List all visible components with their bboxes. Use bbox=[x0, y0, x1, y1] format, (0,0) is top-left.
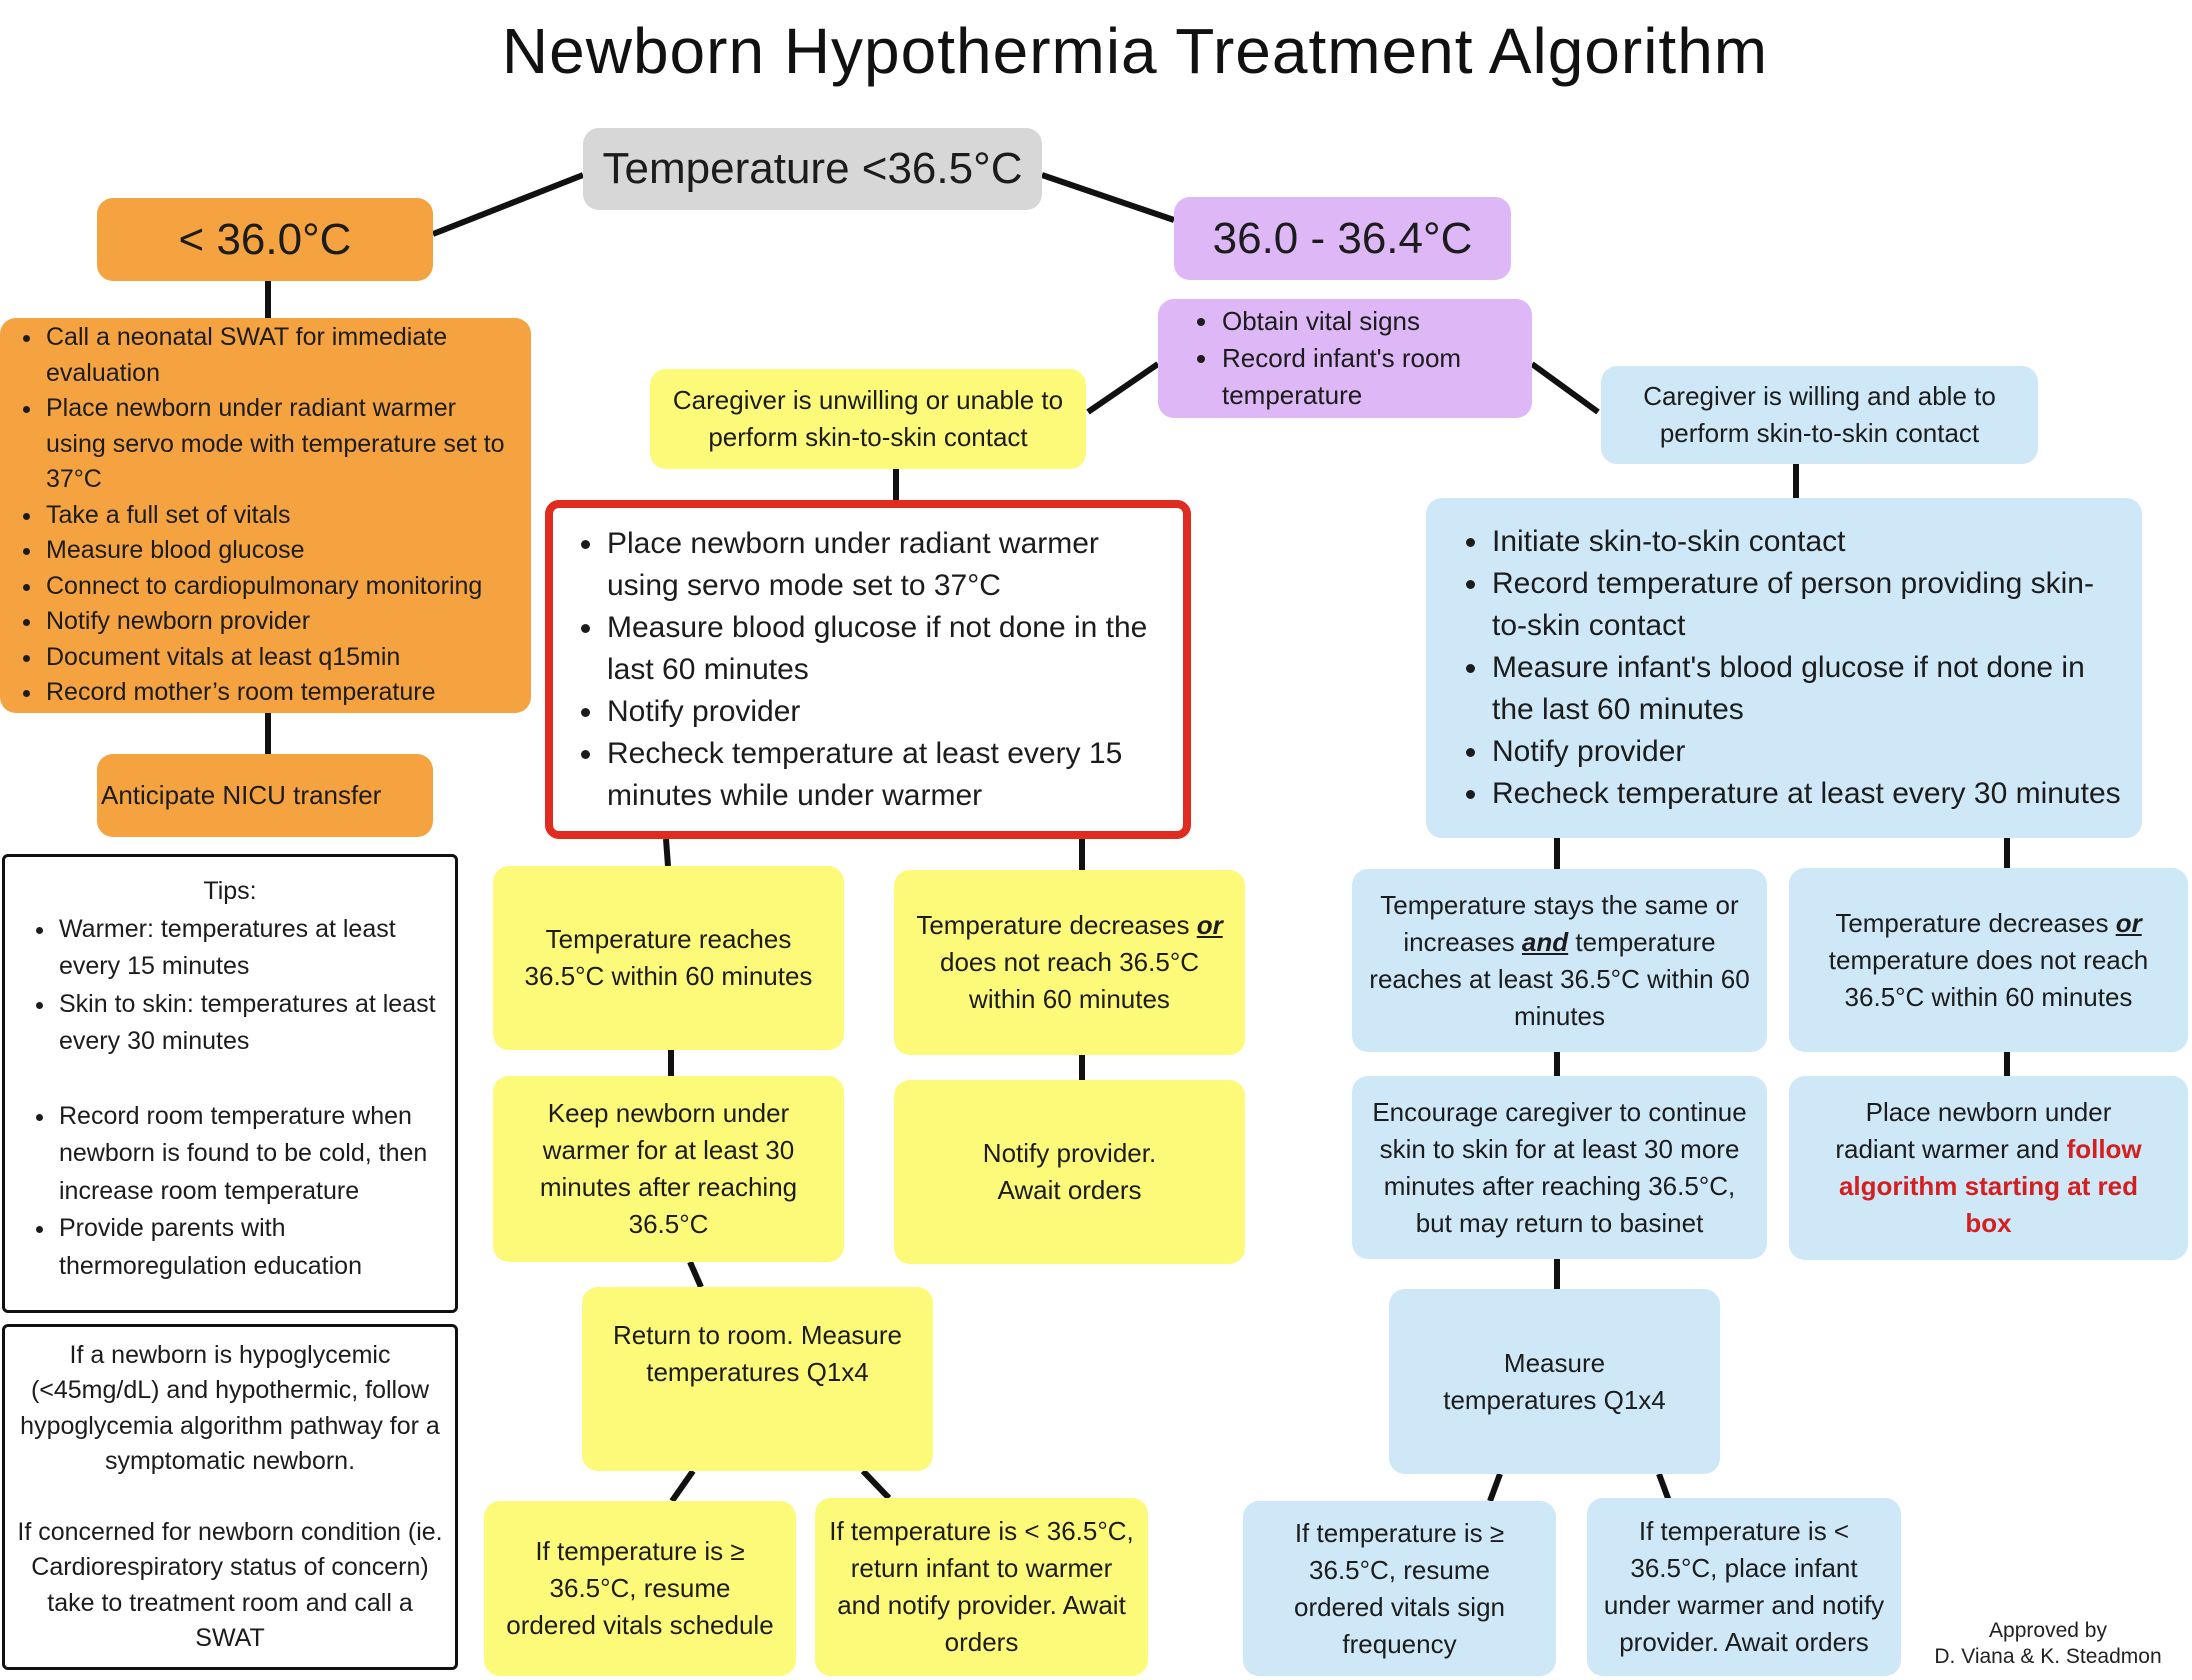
notify-provider-text: Notify provider. Await orders bbox=[982, 1138, 1157, 1205]
temp-decreases-text-warmer: Temperature decreases or does not reach … bbox=[916, 910, 1223, 1014]
approval-line-1: Approved by bbox=[1989, 1619, 2107, 1642]
skin-to-skin-actions-box: Initiate skin-to-skin contact Record tem… bbox=[1426, 498, 2142, 838]
low-temp-actions-list: Call a neonatal SWAT for immediate evalu… bbox=[0, 320, 517, 711]
list-item: Recheck temperature at least every 30 mi… bbox=[1490, 773, 2126, 815]
measure-temperatures-text: Measure temperatures Q1x4 bbox=[1443, 1347, 1666, 1415]
list-item: Provide parents with thermoregulation ed… bbox=[57, 1210, 455, 1285]
list-item: Place newborn under radiant warmer using… bbox=[605, 523, 1169, 607]
list-item: Skin to skin: temperatures at least ever… bbox=[57, 986, 455, 1061]
place-under-warmer-box: Place newborn under radiant warmer and f… bbox=[1789, 1076, 2188, 1260]
encourage-caregiver-box: Encourage caregiver to continue skin to … bbox=[1352, 1076, 1767, 1259]
temp-reaches-box: Temperature reaches 36.5°C within 60 min… bbox=[493, 866, 844, 1050]
concern-note: If concerned for newborn condition (ie. … bbox=[17, 1517, 443, 1653]
list-item: Warmer: temperatures at least every 15 m… bbox=[57, 911, 455, 986]
tips-box: Tips: Warmer: temperatures at least ever… bbox=[2, 854, 458, 1313]
red-box-reference: follow algorithm starting at red box bbox=[1838, 1134, 2142, 1238]
caregiver-willing-text: Caregiver is willing and able to perform… bbox=[1643, 381, 1996, 448]
notify-provider-box: Notify provider. Await orders bbox=[894, 1080, 1245, 1264]
skin-temp-low-box: If temperature is < 36.5°C, place infant… bbox=[1587, 1498, 1901, 1676]
nicu-transfer-box: Anticipate NICU transfer bbox=[97, 754, 433, 837]
notes-box: If a newborn is hypoglycemic (<45mg/dL) … bbox=[2, 1324, 458, 1670]
temp-reaches-text: Temperature reaches 36.5°C within 60 min… bbox=[524, 924, 813, 991]
list-item: Take a full set of vitals bbox=[44, 498, 517, 534]
temp-decreases-text-skin: Temperature decreases or temperature doe… bbox=[1828, 907, 2149, 1012]
list-item: Notify provider bbox=[605, 691, 1169, 733]
root-temperature-text: Temperature <36.5°C bbox=[602, 144, 1023, 193]
mid-temp-actions-list: Obtain vital signs Record infant's room … bbox=[1158, 303, 1532, 414]
tips-heading: Tips: bbox=[203, 877, 257, 905]
list-item: Record room temperature when newborn is … bbox=[57, 1098, 455, 1211]
red-box-actions-list: Place newborn under radiant warmer using… bbox=[553, 523, 1183, 817]
warmer-temp-ok-text: If temperature is ≥ 36.5°C, resume order… bbox=[506, 1536, 774, 1640]
temp-decreases-box-warmer: Temperature decreases or does not reach … bbox=[894, 870, 1245, 1055]
nicu-transfer-text: Anticipate NICU transfer bbox=[101, 780, 382, 810]
list-item: Obtain vital signs bbox=[1220, 303, 1532, 340]
list-item: Measure blood glucose if not done in the… bbox=[605, 607, 1169, 691]
temp-same-or-increases-text: Temperature stays the same or increases … bbox=[1369, 889, 1750, 1031]
list-item: Measure blood glucose bbox=[44, 533, 517, 569]
place-under-warmer-text: Place newborn under radiant warmer and f… bbox=[1835, 1097, 2142, 1238]
measure-temperatures-box: Measure temperatures Q1x4 bbox=[1389, 1289, 1720, 1474]
list-item: Document vitals at least q15min bbox=[44, 640, 517, 676]
skin-temp-ok-box: If temperature is ≥ 36.5°C, resume order… bbox=[1243, 1501, 1556, 1676]
warmer-temp-low-box: If temperature is < 36.5°C, return infan… bbox=[815, 1498, 1148, 1676]
page-title: Newborn Hypothermia Treatment Algorithm bbox=[501, 15, 1769, 87]
mid-temp-header: 36.0 - 36.4°C bbox=[1174, 197, 1511, 280]
warmer-temp-low-text: If temperature is < 36.5°C, return infan… bbox=[829, 1516, 1134, 1657]
approval-line-2: D. Viana & K. Steadmon bbox=[1934, 1645, 2162, 1668]
list-item: Initiate skin-to-skin contact bbox=[1490, 521, 2126, 563]
list-item: Record infant's room temperature bbox=[1220, 340, 1532, 414]
list-item: Connect to cardiopulmonary monitoring bbox=[44, 569, 517, 605]
mid-temp-actions-box: Obtain vital signs Record infant's room … bbox=[1158, 299, 1532, 418]
list-item: Measure infant's blood glucose if not do… bbox=[1490, 647, 2126, 731]
skin-temp-low-text: If temperature is < 36.5°C, place infant… bbox=[1603, 1516, 1885, 1657]
tips-list-a: Warmer: temperatures at least every 15 m… bbox=[5, 911, 455, 1061]
keep-under-warmer-box: Keep newborn under warmer for at least 3… bbox=[493, 1076, 844, 1262]
warmer-temp-ok-box: If temperature is ≥ 36.5°C, resume order… bbox=[484, 1501, 796, 1676]
list-item: Record mother’s room temperature bbox=[44, 675, 517, 711]
list-item: Notify newborn provider bbox=[44, 604, 517, 640]
temp-same-or-increases-box: Temperature stays the same or increases … bbox=[1352, 869, 1767, 1052]
return-to-room-box: Return to room. Measure temperatures Q1x… bbox=[582, 1287, 933, 1471]
list-item: Call a neonatal SWAT for immediate evalu… bbox=[44, 320, 517, 391]
temp-decreases-box-skin: Temperature decreases or temperature doe… bbox=[1789, 868, 2188, 1052]
red-box-warmer-protocol: Place newborn under radiant warmer using… bbox=[545, 500, 1191, 839]
low-temp-actions-box: Call a neonatal SWAT for immediate evalu… bbox=[0, 318, 531, 713]
encourage-caregiver-text: Encourage caregiver to continue skin to … bbox=[1372, 1096, 1747, 1238]
list-item: Place newborn under radiant warmer using… bbox=[44, 391, 517, 498]
root-temperature-box: Temperature <36.5°C bbox=[583, 128, 1042, 210]
approval-note: Approved by D. Viana & K. Steadmon bbox=[1908, 1618, 2188, 1670]
keep-under-warmer-text: Keep newborn under warmer for at least 3… bbox=[539, 1098, 798, 1239]
list-item: Recheck temperature at least every 15 mi… bbox=[605, 733, 1169, 817]
return-to-room-text: Return to room. Measure temperatures Q1x… bbox=[612, 1320, 902, 1387]
mid-temp-header-text: 36.0 - 36.4°C bbox=[1212, 214, 1473, 263]
low-temp-header-text: < 36.0°C bbox=[178, 215, 352, 264]
hypoglycemia-note: If a newborn is hypoglycemic (<45mg/dL) … bbox=[20, 1340, 440, 1476]
list-item: Record temperature of person providing s… bbox=[1490, 563, 2126, 647]
caregiver-willing-box: Caregiver is willing and able to perform… bbox=[1601, 366, 2038, 464]
list-item: Notify provider bbox=[1490, 731, 2126, 773]
caregiver-unwilling-text: Caregiver is unwilling or unable to perf… bbox=[672, 385, 1064, 452]
low-temp-header: < 36.0°C bbox=[97, 198, 433, 281]
skin-temp-ok-text: If temperature is ≥ 36.5°C, resume order… bbox=[1294, 1517, 1505, 1659]
skin-to-skin-actions-list: Initiate skin-to-skin contact Record tem… bbox=[1426, 521, 2142, 815]
tips-list-b: Record room temperature when newborn is … bbox=[5, 1098, 455, 1286]
caregiver-unwilling-box: Caregiver is unwilling or unable to perf… bbox=[650, 369, 1086, 469]
